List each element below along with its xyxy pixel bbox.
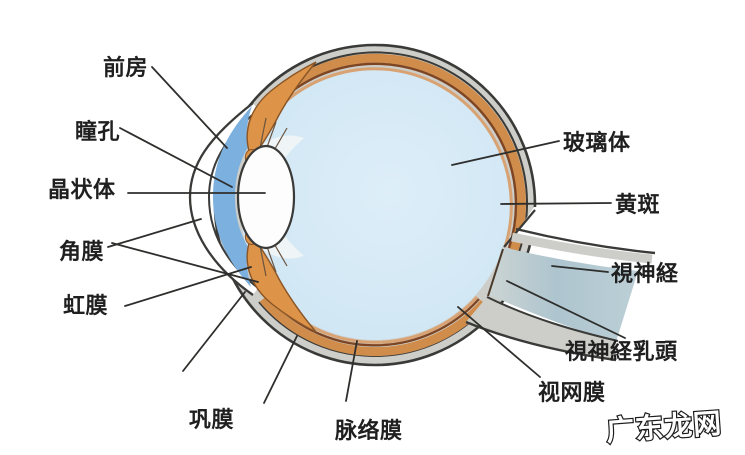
leader-pupil	[119, 127, 233, 188]
nerve-sheath-top	[511, 232, 653, 264]
lens-shape	[236, 144, 296, 250]
optic-disc-shape	[487, 248, 504, 297]
leader-optic-nerve-head	[506, 280, 626, 339]
watermark: 广东龙网	[605, 407, 723, 447]
leader-macula	[500, 202, 612, 205]
anterior-chamber-shape	[213, 106, 252, 287]
label-choroid: 脉络膜	[334, 418, 403, 443]
label-iris: 虹膜	[63, 293, 108, 318]
vitreous-body-shape	[240, 70, 510, 340]
leader-sclera	[263, 335, 298, 404]
cornea-shape	[190, 103, 258, 295]
leader-iris	[124, 266, 252, 307]
leader-cornea	[107, 218, 202, 248]
label-optic-nerve: 視神経	[611, 261, 679, 286]
label-vitreous: 玻璃体	[563, 130, 631, 155]
label-macula: 黄斑	[615, 192, 660, 217]
nerve-notch	[516, 207, 574, 252]
leader-sclera-front	[182, 291, 246, 372]
leader-choroid	[345, 340, 358, 402]
label-lens: 晶状体	[48, 177, 116, 202]
leader-vitreous	[451, 140, 560, 166]
leader-anterior-chamber	[151, 66, 228, 149]
nerve-sheath-bottom	[466, 298, 616, 360]
label-cornea: 角膜	[59, 239, 104, 264]
leader-optic-nerve	[551, 265, 609, 273]
label-retina: 视网膜	[538, 380, 606, 405]
cornea-outer-line	[188, 102, 254, 296]
label-pupil: 瞳孔	[75, 119, 120, 144]
leader-cornea-lower	[111, 242, 259, 283]
nerve-sheath-bottom-inner-line	[486, 296, 619, 342]
label-optic-nerve-head: 視神経乳頭	[565, 339, 678, 364]
leader-lines	[107, 66, 626, 404]
nerve-cut-line	[503, 209, 536, 248]
leader-retina	[457, 306, 541, 378]
label-anterior-chamber: 前房	[103, 55, 148, 80]
nerve-sheath-top-line	[515, 227, 656, 255]
label-sclera: 巩膜	[189, 407, 234, 432]
choroid-shape	[259, 53, 526, 357]
